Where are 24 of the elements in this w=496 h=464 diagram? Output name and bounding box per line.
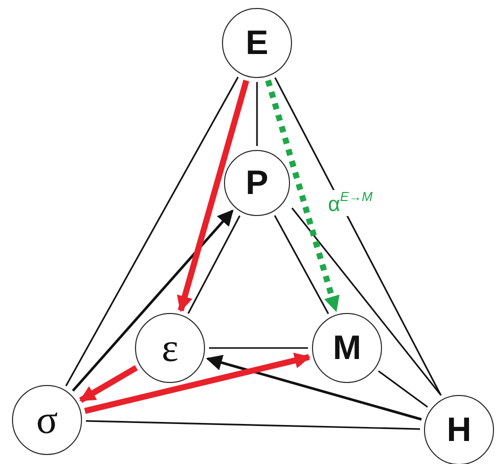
arrow <box>265 80 340 312</box>
connector-line <box>209 347 308 349</box>
arrow <box>79 365 138 403</box>
node-symbol: H <box>446 413 472 447</box>
node-symbol: M <box>332 331 362 365</box>
arrow <box>84 352 311 414</box>
arrow <box>72 210 234 392</box>
connector-line <box>86 420 420 430</box>
node-circle <box>135 313 205 383</box>
node-symbol: E <box>246 26 268 60</box>
edge-label: α$^{E→M}$ <box>326 190 375 216</box>
node-circle <box>224 150 290 216</box>
node-circle <box>424 395 494 464</box>
connector-line <box>378 370 428 408</box>
connector-line <box>274 77 442 396</box>
arrow <box>176 80 250 312</box>
node-symbol: P <box>246 166 268 200</box>
connector-line <box>65 76 239 386</box>
connector-line <box>274 215 330 314</box>
connector-line <box>291 208 441 394</box>
node-symbol: ε <box>162 328 178 368</box>
connector-line <box>187 215 240 314</box>
connector-line <box>256 82 258 146</box>
node-symbol: σ <box>36 400 58 440</box>
